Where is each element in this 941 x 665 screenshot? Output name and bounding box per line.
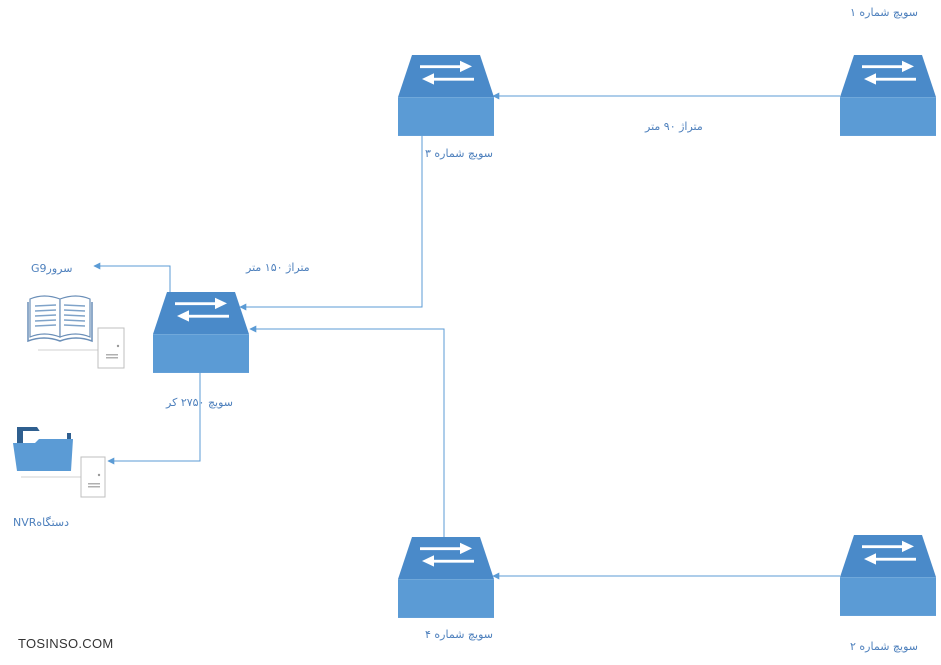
server-tower-icon: [38, 327, 125, 369]
link-core-nvr: [107, 372, 201, 465]
switch-2-label: سویچ شماره ۲: [850, 640, 918, 653]
link-switch3-core: [239, 136, 423, 311]
book-icon: [27, 295, 93, 343]
switch-4-label: سویچ شماره ۴: [425, 628, 493, 641]
connections: [93, 92, 840, 580]
switch-1-label: سویچ شماره ۱: [850, 6, 918, 19]
switch-2-icon: [840, 535, 936, 616]
core-switch-icon: [153, 292, 249, 373]
core-switch-label: سویچ ۲۷۵۰ کر: [166, 396, 234, 409]
folder-icon: [13, 427, 73, 471]
nvr-label: دستگاهNVR: [13, 516, 70, 529]
nvr-tower-icon: [21, 456, 106, 498]
link-core-server: [93, 262, 171, 292]
watermark: TOSINSO.COM: [18, 636, 114, 651]
switch-4-icon: [398, 537, 494, 618]
server-label: سرورG9: [31, 262, 73, 275]
switch-1-icon: [840, 55, 936, 136]
link-switch4-core: [249, 325, 445, 537]
link-90-label: متراژ ۹۰ متر: [645, 120, 703, 133]
switch-3-icon: [398, 55, 494, 136]
link-150-label: متراژ ۱۵۰ متر: [246, 261, 310, 274]
switch-3-label: سویچ شماره ۳: [425, 147, 493, 160]
